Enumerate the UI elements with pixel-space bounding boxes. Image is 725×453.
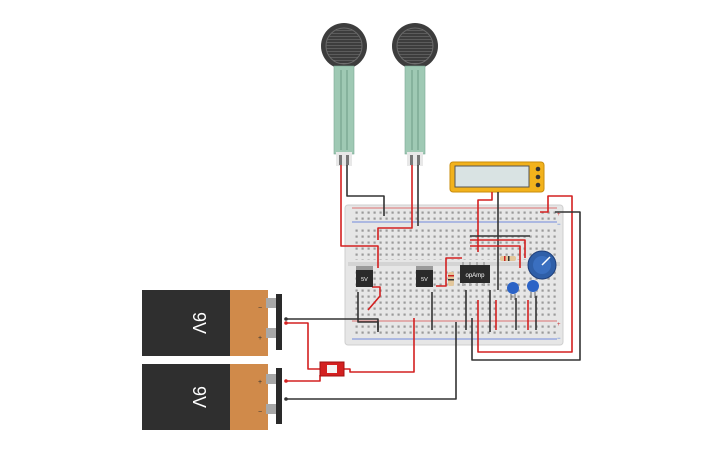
capacitor-1[interactable]: [507, 282, 519, 300]
battery-label: 9V: [189, 386, 209, 408]
wire-red: [340, 165, 379, 268]
force-sensor-2[interactable]: [392, 23, 438, 166]
wire-red: [470, 245, 521, 268]
wire-red: [342, 318, 415, 373]
slide-switch[interactable]: [319, 361, 345, 377]
capacitor-2[interactable]: [527, 280, 539, 298]
regulator-2[interactable]: 5V: [416, 266, 433, 287]
resistor[interactable]: [448, 272, 454, 286]
wire-black: [471, 211, 581, 361]
regulator-label: 5V: [361, 277, 368, 283]
terminal-label: −: [258, 409, 262, 416]
wire-red: [470, 239, 526, 258]
wire-black: [286, 318, 379, 330]
wire-red: [477, 192, 493, 252]
opamp-chip[interactable]: opAmp: [460, 262, 490, 286]
rail-marker: +: [557, 212, 561, 218]
battery-2[interactable]: 9V + −: [142, 364, 282, 430]
lead-dot: [284, 397, 288, 401]
wire-red: [377, 165, 413, 240]
wire-black: [346, 165, 385, 216]
wire-red: [477, 195, 573, 353]
resistor[interactable]: [500, 256, 516, 261]
wire-red: [286, 375, 321, 382]
multimeter[interactable]: [449, 161, 545, 193]
rail-marker: +: [557, 322, 561, 328]
rail-marker: −: [557, 222, 561, 228]
terminal-label: −: [258, 305, 262, 312]
opamp-label: opAmp: [465, 273, 485, 279]
battery-1[interactable]: 9V − +: [142, 290, 282, 356]
terminal-label: +: [258, 379, 262, 386]
terminal-label: +: [258, 335, 262, 342]
force-sensor-1[interactable]: [321, 23, 367, 166]
rail-marker: −: [557, 336, 561, 342]
potentiometer[interactable]: [527, 250, 557, 280]
battery-label: 9V: [189, 312, 209, 334]
wire-red: [367, 286, 381, 311]
lead-dot: [284, 317, 288, 321]
lead-dot: [284, 321, 288, 325]
regulator-label: 5V: [421, 277, 428, 283]
wire-black: [286, 322, 457, 400]
lead-dot: [284, 379, 288, 383]
wires: [286, 165, 581, 400]
wire-red: [286, 322, 322, 370]
regulator-1[interactable]: 5V: [356, 266, 373, 287]
wire-red: [436, 257, 462, 287]
